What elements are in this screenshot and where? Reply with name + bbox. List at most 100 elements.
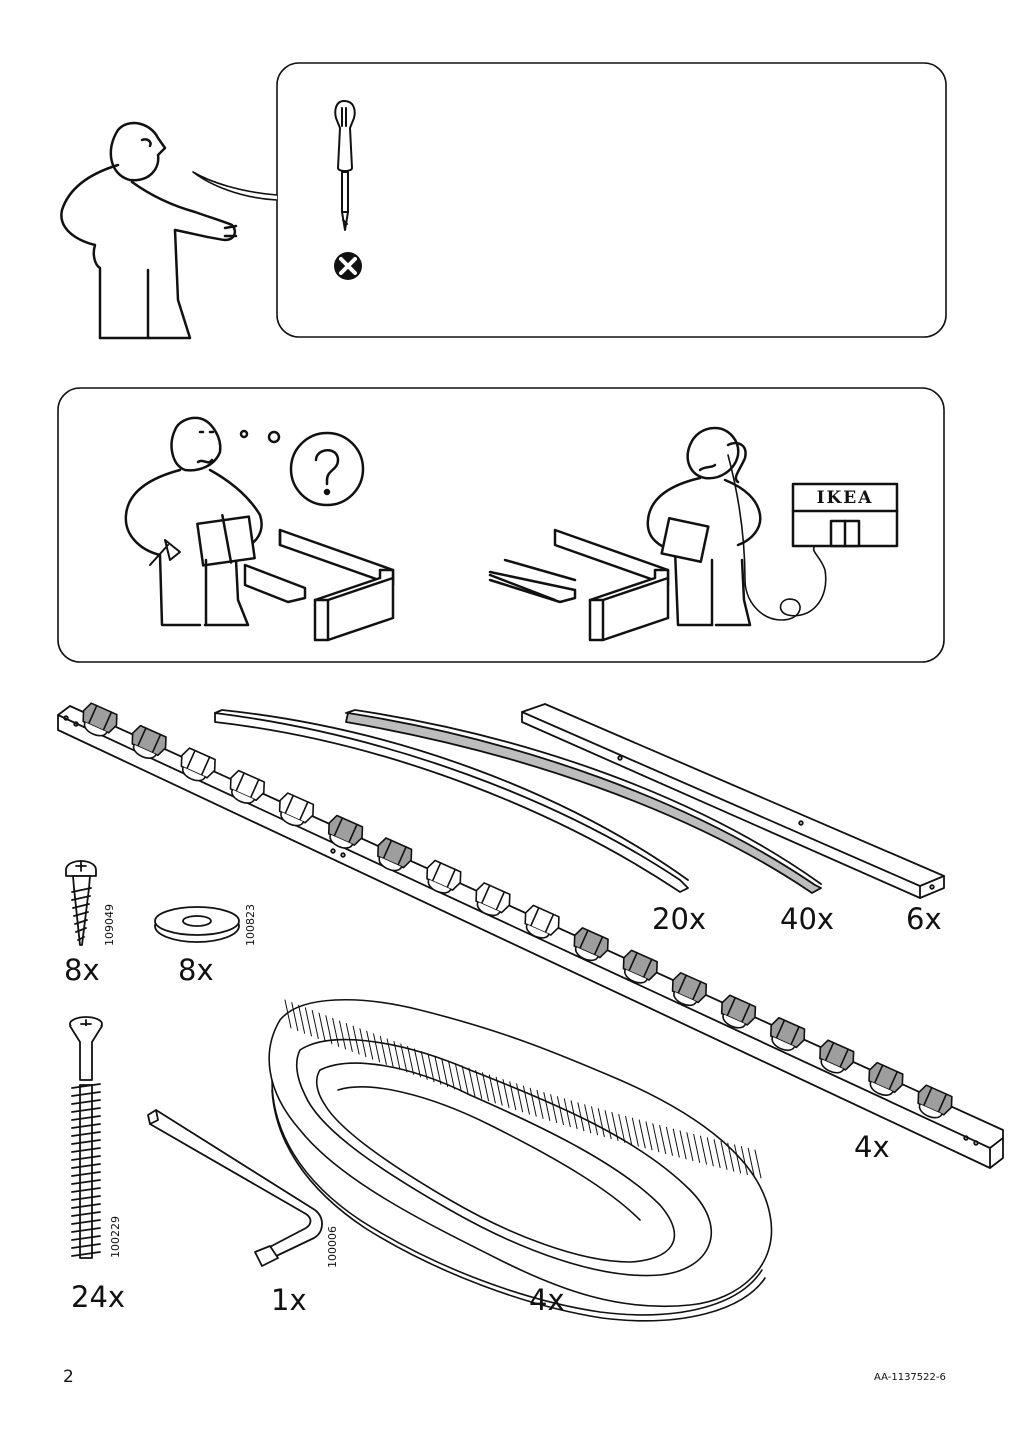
tools-panel-frame: [276, 62, 947, 338]
strap-hatch-line: [720, 1140, 728, 1170]
qty-screw: 8x: [64, 953, 100, 987]
strap-hatch-line: [516, 1083, 524, 1113]
strap-roll-drawing: [268, 998, 773, 1322]
qty-allen-key: 1x: [271, 1283, 307, 1317]
strap-hatch-line: [700, 1135, 708, 1165]
bolt-100229-drawing: [69, 1016, 103, 1259]
strap-hatch-line: [359, 1028, 367, 1058]
strap-hatch-line: [611, 1112, 619, 1142]
screwdriver-icon: [334, 100, 356, 231]
strap-hatch-line: [434, 1055, 442, 1085]
partno-allen-key: 100006: [326, 1226, 339, 1268]
slat-40-drawing: [345, 709, 822, 894]
strap-hatch-line: [427, 1053, 435, 1083]
strap-hatch-line: [338, 1020, 346, 1050]
rail-clip: [377, 837, 413, 872]
strap-hatch-line: [502, 1079, 510, 1109]
shelf-parts-right: [488, 528, 670, 642]
confused-man-icon: [124, 416, 281, 627]
strap-hatch-line: [652, 1123, 660, 1153]
strap-hatch-line: [686, 1132, 694, 1162]
strap-hatch-line: [407, 1045, 415, 1075]
rail-clip: [819, 1039, 855, 1074]
help-panel-frame: [57, 387, 945, 663]
rail-clip: [278, 792, 315, 827]
beam-6-drawing: [521, 703, 945, 899]
strap-hatch-line: [563, 1098, 571, 1128]
strap-hatch-line: [447, 1060, 455, 1090]
qty-slat-20: 20x: [652, 902, 707, 936]
strap-hatch-line: [740, 1146, 748, 1176]
rail-clip: [720, 994, 757, 1029]
qty-holder-rail: 4x: [854, 1130, 890, 1164]
rail-clip: [327, 814, 364, 849]
strap-hatch-line: [482, 1072, 490, 1102]
strap-hatch-line: [727, 1142, 735, 1172]
ikea-sign-text: IKEA: [816, 488, 874, 508]
strap-hatch-line: [577, 1102, 585, 1132]
partno-screw: 109049: [103, 904, 116, 946]
strap-hatch-line: [461, 1065, 469, 1095]
page-number: 2: [63, 1367, 74, 1387]
strap-hatch-line: [488, 1074, 496, 1104]
strap-hatch-line: [591, 1106, 599, 1136]
holder-clips: [82, 702, 953, 1119]
rail-clip: [180, 747, 216, 782]
qty-beam-6: 6x: [906, 902, 942, 936]
strap-hatch-line: [304, 1007, 312, 1037]
rail-clip: [229, 769, 266, 804]
partno-bolt: 100229: [109, 1216, 122, 1258]
strap-hatch-line: [672, 1128, 680, 1158]
man-pointing-icon: [60, 121, 238, 340]
strap-hatch-line: [386, 1038, 394, 1068]
strap-hatch-line: [747, 1147, 755, 1177]
strap-hatch-line: [550, 1094, 558, 1124]
rail-clip: [426, 859, 462, 894]
strap-hatch-line: [318, 1012, 326, 1042]
strap-hatch-line: [393, 1040, 401, 1070]
strap-hatch-line: [284, 999, 292, 1029]
strap-hatch-line: [345, 1023, 353, 1053]
strap-hatch-line: [693, 1133, 701, 1163]
rail-clip: [131, 724, 167, 759]
rail-clip: [524, 904, 560, 939]
strap-hatch-line: [373, 1033, 381, 1063]
strap-hatch-line: [454, 1062, 462, 1092]
screw-109049-drawing: [65, 860, 97, 946]
strap-hatch-line: [509, 1081, 517, 1111]
rail-clip: [769, 1016, 806, 1052]
rail-clip: [573, 927, 609, 962]
strap-hatch-line: [659, 1125, 667, 1155]
strap-hatch-line: [713, 1139, 721, 1169]
strap-hatch-line: [379, 1035, 387, 1065]
slat-20-drawing: [214, 709, 689, 893]
partno-washer: 100823: [244, 904, 257, 946]
rail-clip: [671, 972, 708, 1007]
strap-hatch-line: [536, 1089, 544, 1119]
rail-clip: [475, 882, 511, 917]
strap-hatch-line: [706, 1137, 714, 1167]
strap-hatch-line: [441, 1058, 449, 1088]
qty-washer: 8x: [178, 953, 214, 987]
strap-hatch-line: [468, 1067, 476, 1097]
allen-key-100006-drawing: [147, 1109, 323, 1267]
strap-hatch-line: [645, 1121, 653, 1151]
strap-hatch-line: [325, 1015, 333, 1045]
shelf-parts-left: [243, 528, 395, 642]
rail-clip: [82, 702, 118, 737]
strap-hatch-line: [522, 1085, 530, 1115]
document-id: AA-1137522-6: [874, 1372, 946, 1383]
qty-strap-roll: 4x: [529, 1283, 565, 1317]
strap-hatch-line: [311, 1010, 319, 1040]
strap-hatch-line: [734, 1144, 742, 1174]
strap-hatch-line: [570, 1100, 578, 1130]
strap-hatch-line: [352, 1025, 360, 1055]
washer-100823-drawing: [154, 906, 240, 943]
rail-clip: [622, 949, 658, 984]
strap-hatch-line: [529, 1087, 537, 1117]
strap-hatch-line: [556, 1096, 564, 1126]
strap-hatch-line: [604, 1110, 612, 1140]
strap-hatch-line: [475, 1069, 483, 1099]
strap-hatch-line: [679, 1130, 687, 1160]
